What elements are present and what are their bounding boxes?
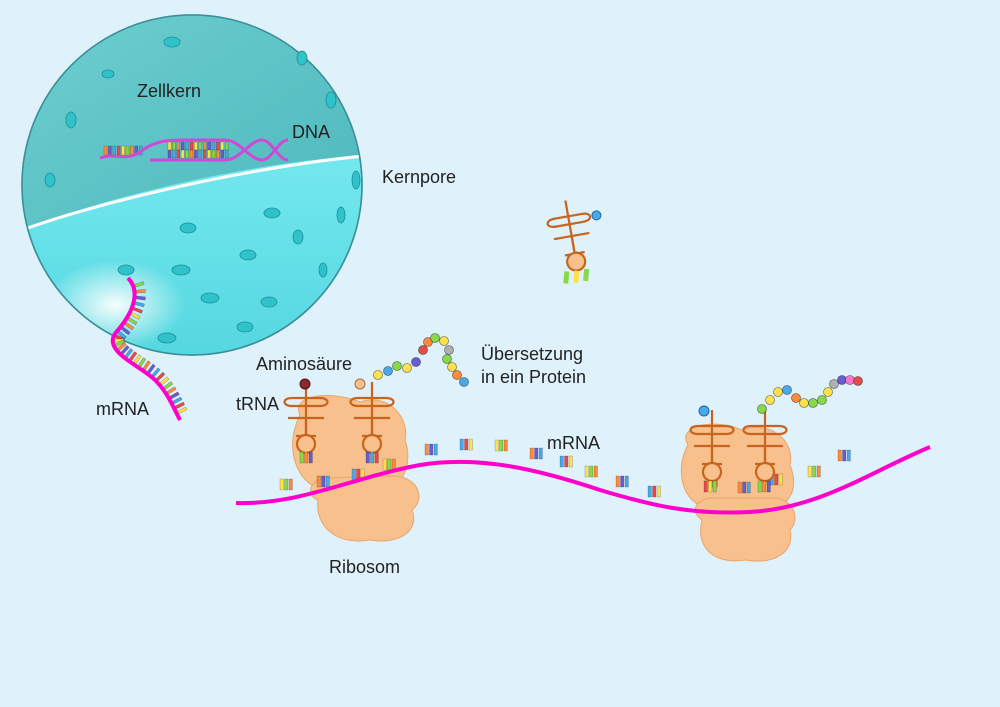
mrna-nucleus-label: mRNA xyxy=(96,399,149,419)
amino-acid-label: Aminosäure xyxy=(256,354,353,374)
mrna-strand-label: mRNA xyxy=(547,433,600,453)
translation-label-line2: in ein Protein xyxy=(481,367,587,387)
amino-acid-bead-icon xyxy=(299,378,366,390)
nucleus-sphere-icon xyxy=(21,14,363,356)
dna-label: DNA xyxy=(292,122,331,142)
protein-chain-icon xyxy=(373,333,469,387)
amino-acid-bead-icon xyxy=(698,405,710,417)
nucleus-label: Zellkern xyxy=(137,81,202,101)
translation-label-line1: Übersetzung xyxy=(481,344,584,364)
dna-helix-icon xyxy=(99,138,289,162)
protein-chain-icon xyxy=(757,375,863,414)
mrna-strand xyxy=(235,438,931,515)
ribosome-label: Ribosom xyxy=(329,557,401,577)
nuclear-pore-icon xyxy=(44,36,361,344)
trna-label: tRNA xyxy=(236,394,280,414)
mrna-leaving-nucleus xyxy=(110,276,188,421)
trna-icon xyxy=(543,195,602,284)
nuclear-pore-label: Kernpore xyxy=(382,167,457,187)
